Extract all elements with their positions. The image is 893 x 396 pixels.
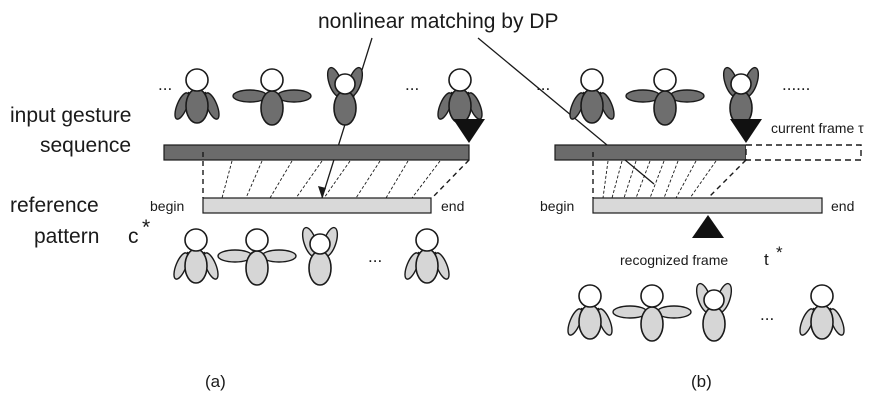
person-arms-down-icon — [170, 228, 222, 284]
reference-label-line1: reference — [10, 194, 99, 217]
person-arms-down-icon — [796, 284, 848, 340]
person-arms-side-icon — [232, 68, 312, 126]
person-arms-down-icon — [171, 68, 223, 124]
ellipsis-top-b2: ...... — [782, 75, 810, 94]
input-sequence-bar-b — [554, 144, 747, 161]
marker-triangle-icon — [692, 215, 724, 238]
ellipsis-top-b: ... — [536, 75, 550, 94]
reference-symbol: c — [128, 225, 139, 248]
person-arms-up-icon — [298, 225, 342, 286]
dashed-bracket-right-b — [707, 159, 747, 199]
matching-lines-b — [602, 160, 717, 199]
ellipsis-bottom-b: ... — [760, 305, 774, 324]
person-arms-down-icon — [401, 228, 453, 284]
end-label-b: end — [831, 198, 854, 214]
panel-b: ... ...... current frame τ begin end — [536, 65, 864, 391]
person-arms-down-icon — [566, 68, 618, 124]
recognized-symbol: t — [764, 250, 769, 269]
title-label: nonlinear matching by DP — [318, 10, 558, 33]
ellipsis-top-a: ... — [158, 75, 172, 94]
leader-line-b — [477, 37, 655, 185]
matching-lines-a — [221, 160, 441, 199]
person-arms-down-icon — [434, 68, 486, 124]
person-arms-down-icon — [564, 284, 616, 340]
begin-label-b: begin — [540, 198, 574, 214]
input-future-bar-b — [745, 144, 862, 161]
recognized-frame-label: recognized frame — [620, 252, 728, 268]
input-label-line1: input gesture — [10, 104, 131, 127]
person-arms-side-icon — [625, 68, 705, 126]
ellipsis-top-a2: ... — [405, 75, 419, 94]
person-arms-up-icon — [323, 65, 367, 126]
caption-b: (b) — [691, 372, 712, 391]
reference-pattern-bar-b — [592, 197, 823, 214]
dashed-bracket-right-a — [431, 159, 470, 199]
marker-triangle-icon — [453, 119, 485, 143]
reference-star: * — [142, 216, 150, 239]
marker-triangle-icon — [730, 119, 762, 143]
ellipsis-bottom-a: ... — [368, 247, 382, 266]
begin-label-a: begin — [150, 198, 184, 214]
reference-pattern-bar-a — [202, 197, 432, 214]
end-label-a: end — [441, 198, 464, 214]
input-label-line2: sequence — [40, 134, 131, 157]
current-frame-label: current frame τ — [771, 120, 864, 136]
person-arms-up-icon — [692, 281, 736, 342]
caption-a: (a) — [205, 372, 226, 391]
reference-label-line2: pattern — [34, 225, 99, 248]
panel-a: ... ... input gesture sequence reference… — [10, 65, 486, 391]
input-sequence-bar-a — [163, 144, 470, 161]
leader-arrowhead-a — [318, 186, 326, 198]
person-arms-side-icon — [217, 228, 297, 286]
person-arms-up-icon — [719, 65, 763, 126]
person-arms-side-icon — [612, 284, 692, 342]
recognized-star: * — [776, 243, 783, 262]
